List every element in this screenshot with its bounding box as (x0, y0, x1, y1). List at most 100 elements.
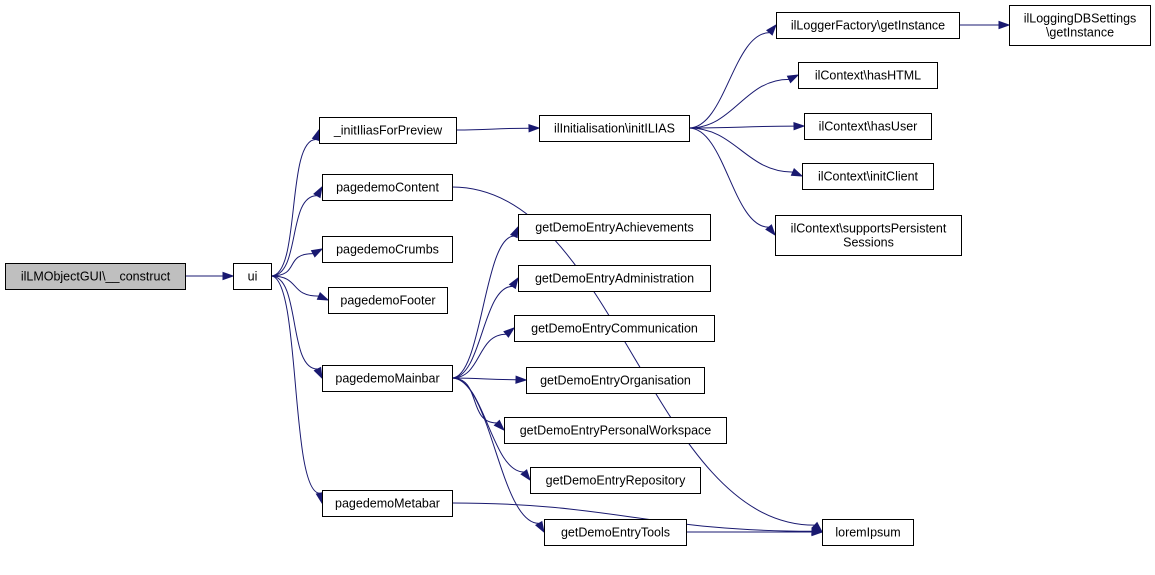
arrowhead-tools-to-loremIpsum (811, 527, 824, 537)
node-label: ilInitialisation\initILIAS (554, 122, 675, 136)
node-label: ilLoggerFactory\getInstance (791, 19, 945, 33)
node-ilcontext-hasuser[interactable]: ilContext\hasUser (804, 113, 932, 140)
node-label: ilContext\initClient (818, 170, 919, 184)
node-box (530, 467, 701, 494)
node-label: getDemoEntryAchievements (535, 221, 693, 235)
edge-pMetabar-to-loremIpsum (451, 502, 813, 532)
node-box (514, 315, 715, 342)
node-box (322, 174, 453, 201)
node-illoggingdbsettings-getinstance[interactable]: ilLoggingDBSettings\getInstance (1009, 5, 1151, 46)
node-box (775, 215, 962, 256)
node-ilinitialisation-initilias[interactable]: ilInitialisation\initILIAS (539, 115, 690, 142)
edge-pMainbar-to-organisation (451, 377, 517, 381)
node-box (798, 62, 938, 89)
edge-initILIAS-to-loggerFactory (688, 32, 770, 129)
arrowhead-initIlias-to-initILIAS (528, 124, 541, 133)
node-label: pagedemoFooter (340, 294, 435, 308)
arrowhead-ui-to-pMainbar (313, 366, 323, 380)
arrowhead-pMainbar-to-communication (503, 327, 516, 338)
arrowhead-initILIAS-to-supportsPersistent (765, 224, 776, 237)
arrowhead-pMainbar-to-organisation (515, 375, 528, 384)
arrowhead-pMainbar-to-achievements (509, 225, 519, 239)
node-box (319, 117, 457, 144)
node-box (539, 115, 690, 142)
node-box (518, 265, 711, 292)
node-label: Sessions (843, 236, 894, 250)
arrowhead-pMainbar-to-repository (520, 469, 531, 482)
node-pagedemomainbar[interactable]: pagedemoMainbar (322, 365, 453, 392)
node-box (526, 367, 705, 394)
node-box (776, 12, 960, 39)
node-box (804, 113, 932, 140)
node-label: ilContext\hasUser (819, 120, 918, 134)
node-label: pagedemoCrumbs (336, 243, 439, 257)
arrowhead-initILIAS-to-hasHTML (786, 74, 800, 84)
node-box (322, 365, 453, 392)
edge-initIlias-to-initILIAS (455, 127, 530, 131)
node-getdemoentrypersonalworkspace[interactable]: getDemoEntryPersonalWorkspace (504, 417, 727, 444)
node-box (544, 519, 687, 546)
node-getdemoentrytools[interactable]: getDemoEntryTools (544, 519, 687, 546)
node-initiliasforpreview[interactable]: _initIliasForPreview (319, 117, 457, 144)
node-label: ilLoggingDBSettings (1024, 12, 1137, 26)
node-label: ilContext\hasHTML (815, 69, 921, 83)
node-illmobjectgui-construct[interactable]: ilLMObjectGUI\__construct (5, 263, 186, 290)
node-label: ilLMObjectGUI\__construct (21, 270, 171, 284)
node-box (322, 236, 453, 263)
arrowhead-ui-to-pFooter (316, 292, 330, 301)
node-getdemoentryachievements[interactable]: getDemoEntryAchievements (518, 214, 711, 241)
node-box (233, 263, 272, 290)
node-label: getDemoEntryRepository (546, 474, 686, 488)
edge-initILIAS-to-hasUser (688, 125, 795, 129)
node-label: getDemoEntryAdministration (535, 272, 694, 286)
node-getdemoentryadministration[interactable]: getDemoEntryAdministration (518, 265, 711, 292)
node-ui[interactable]: ui (233, 263, 272, 290)
arrowhead-pMainbar-to-tools (535, 520, 545, 534)
node-label: getDemoEntryPersonalWorkspace (520, 424, 712, 438)
node-box (328, 287, 448, 314)
node-box (822, 519, 914, 546)
node-getdemoentryorganisation[interactable]: getDemoEntryOrganisation (526, 367, 705, 394)
node-getdemoentryrepository[interactable]: getDemoEntryRepository (530, 467, 701, 494)
node-label: \getInstance (1046, 26, 1114, 40)
edge-ui-to-pMetabar (270, 275, 320, 494)
arrowhead-ui-to-pCrumbs (310, 248, 324, 258)
edge-ui-to-pFooter (270, 275, 319, 297)
node-box (5, 263, 186, 290)
edge-ui-to-pMainbar (270, 275, 318, 370)
arrowhead-initILIAS-to-loggerFactory (766, 23, 777, 36)
node-label: pagedemoMetabar (335, 497, 440, 511)
node-ilcontext-initclient[interactable]: ilContext\initClient (802, 163, 934, 190)
node-ilcontext-hashtml[interactable]: ilContext\hasHTML (798, 62, 938, 89)
node-label: ui (248, 270, 258, 284)
node-label: ilContext\supportsPersistent (791, 222, 947, 236)
node-label: _initIliasForPreview (333, 124, 443, 138)
node-pagedemometabar[interactable]: pagedemoMetabar (322, 490, 453, 517)
edge-initILIAS-to-hasHTML (688, 78, 790, 129)
edge-pContent-to-loremIpsum (451, 186, 815, 526)
edge-pMainbar-to-achievements (451, 235, 515, 379)
node-label: getDemoEntryOrganisation (540, 374, 691, 388)
node-pagedemofooter[interactable]: pagedemoFooter (328, 287, 448, 314)
edge-initILIAS-to-initClient (688, 127, 793, 173)
edge-ui-to-pCrumbs (270, 253, 314, 277)
node-getdemoentrycommunication[interactable]: getDemoEntryCommunication (514, 315, 715, 342)
edge-initILIAS-to-supportsPersistent (688, 127, 769, 228)
node-label: pagedemoMainbar (335, 372, 439, 386)
node-illoggerfactory-getinstance[interactable]: ilLoggerFactory\getInstance (776, 12, 960, 39)
arrowhead-root-to-ui (222, 271, 235, 281)
arrowhead-initILIAS-to-initClient (790, 168, 804, 177)
node-pagedemocrumbs[interactable]: pagedemoCrumbs (322, 236, 453, 263)
arrowhead-ui-to-initIlias (311, 128, 320, 142)
nodes-layer: ilLMObjectGUI\__construct ui _initIliasFor… (5, 5, 1151, 546)
arrowhead-initILIAS-to-hasUser (793, 121, 806, 131)
node-loremipsum[interactable]: loremIpsum (822, 519, 914, 546)
node-label: loremIpsum (835, 526, 900, 540)
arrowhead-loggerFactory-to-loggingDB (998, 20, 1011, 30)
node-pagedemocontent[interactable]: pagedemoContent (322, 174, 453, 201)
node-box (322, 490, 453, 517)
node-box (802, 163, 934, 190)
node-label: pagedemoContent (336, 181, 439, 195)
